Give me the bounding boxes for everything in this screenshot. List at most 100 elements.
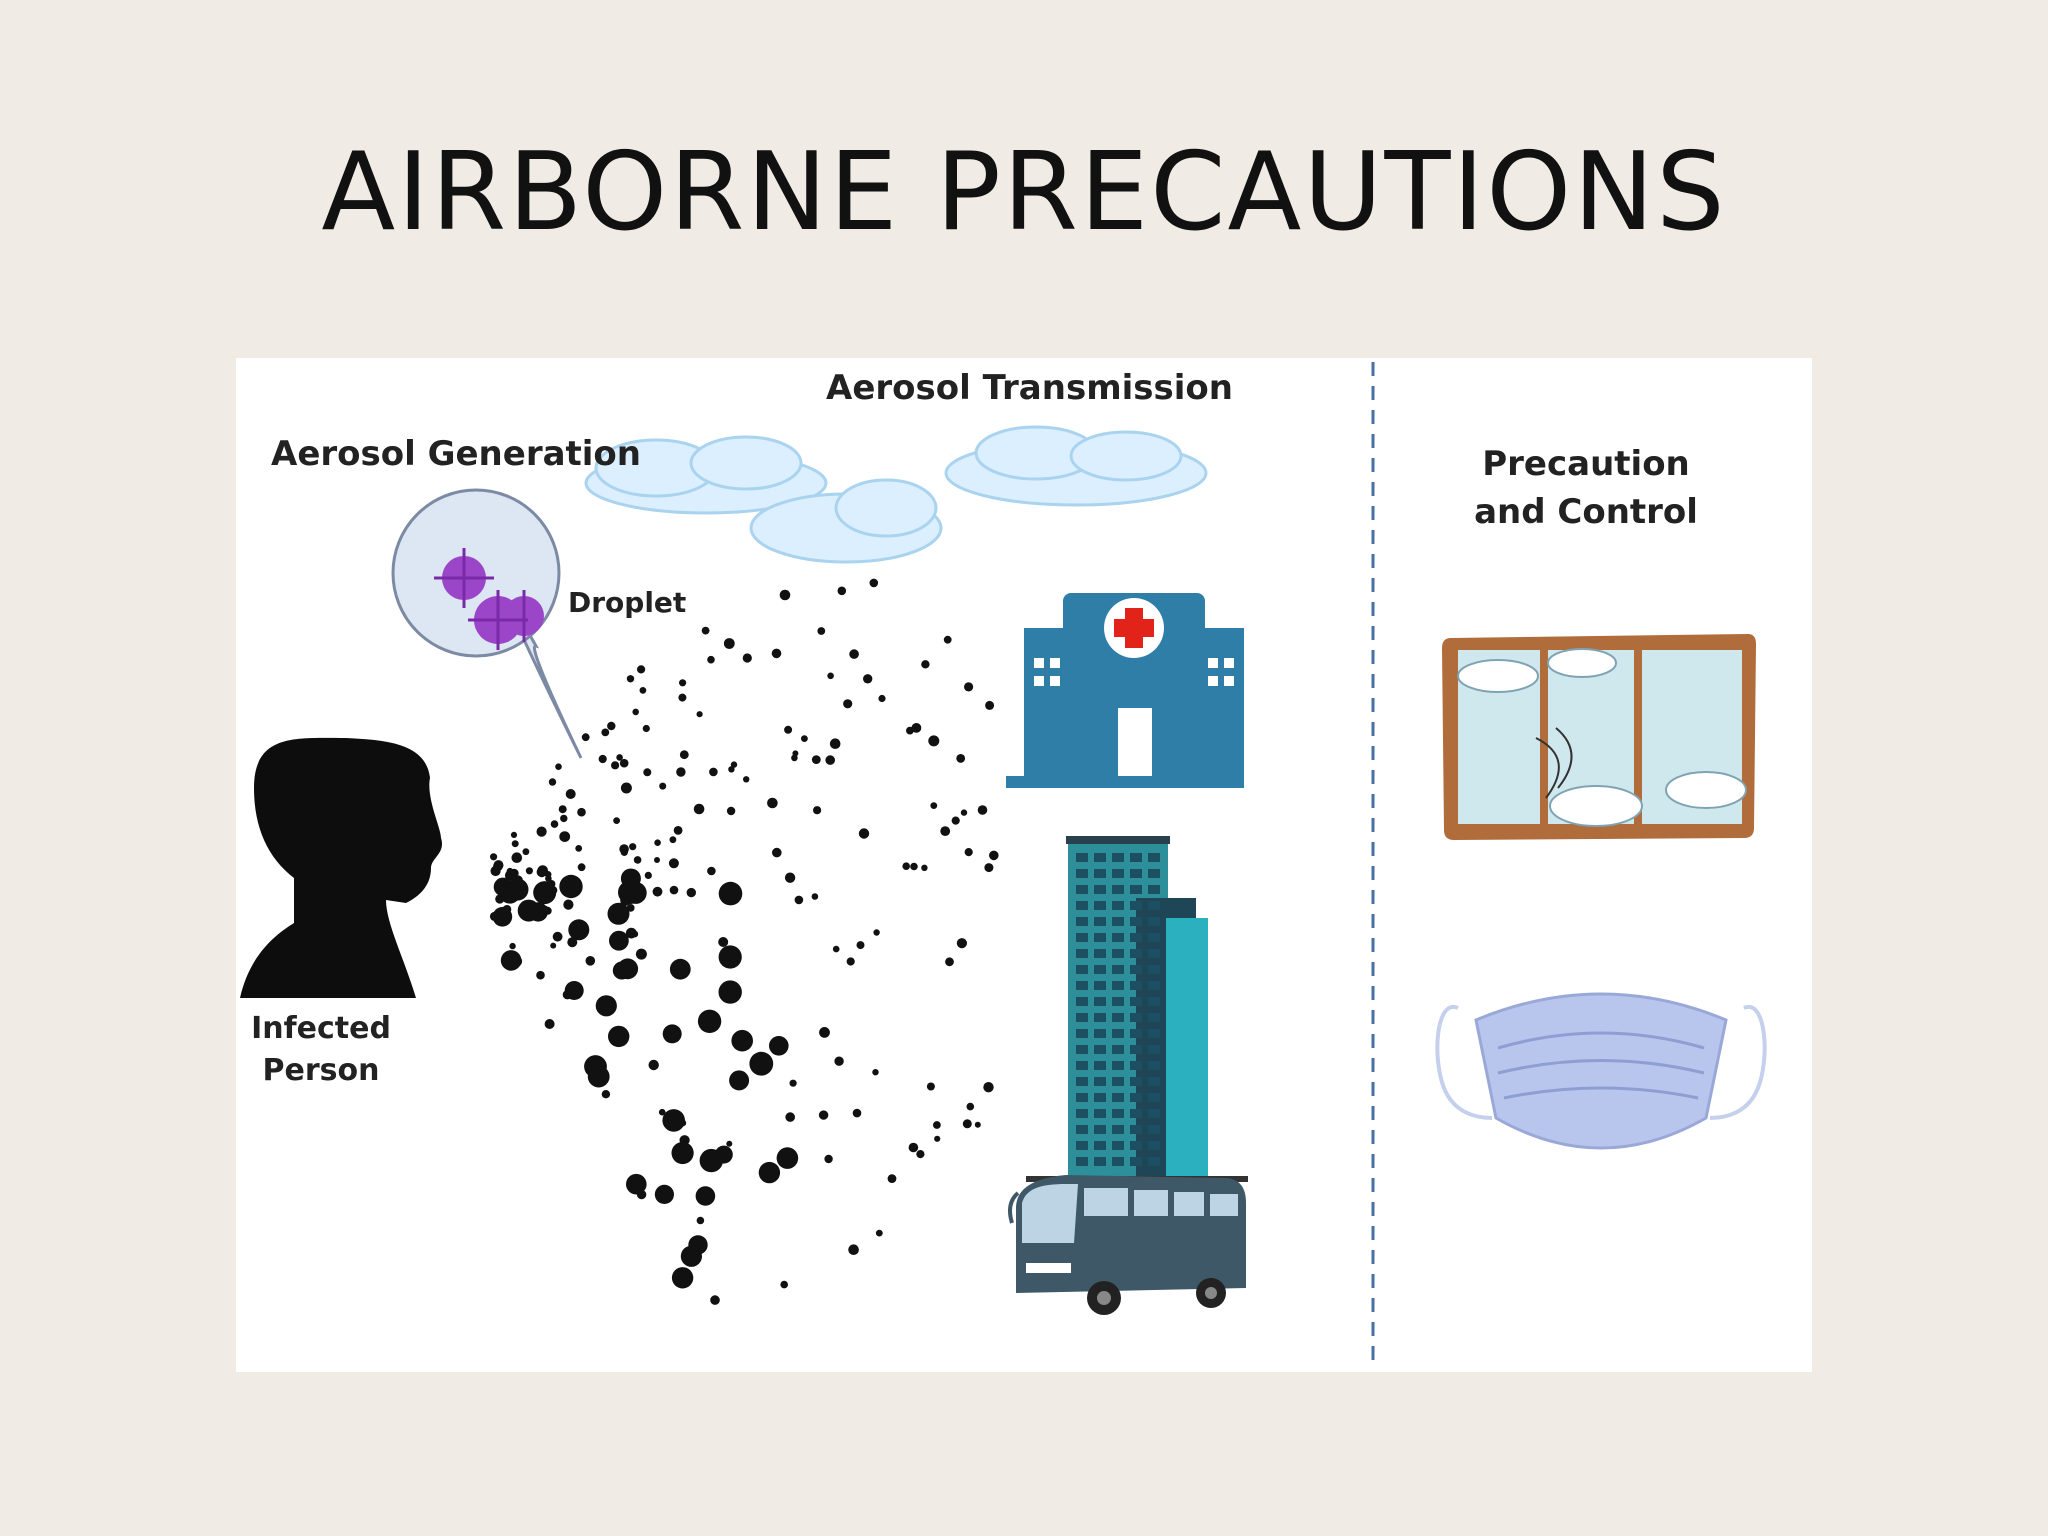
aerosol-particle <box>676 767 686 777</box>
aerosol-particle <box>544 1019 555 1029</box>
building-window <box>1076 1125 1088 1134</box>
aerosol-particle <box>718 945 742 969</box>
building-window <box>1130 869 1142 878</box>
aerosol-particle <box>522 848 530 856</box>
aerosol-particle <box>658 1108 666 1116</box>
aerosol-particle <box>581 733 590 742</box>
building-window <box>1112 853 1124 862</box>
building-window <box>1148 869 1160 878</box>
building-window <box>1094 869 1106 878</box>
diagram-panel: Aerosol Transmission Aerosol Generation … <box>236 358 1812 1372</box>
aerosol-particle <box>654 1184 674 1204</box>
aerosol-particle <box>636 1189 647 1200</box>
aerosol-particle <box>843 699 853 709</box>
building-window <box>1148 1141 1160 1150</box>
building-window <box>1130 997 1142 1006</box>
building-window <box>1130 1109 1142 1118</box>
building-window <box>1112 901 1124 910</box>
aerosol-particle <box>668 858 679 869</box>
aerosol-particle <box>902 862 910 870</box>
building-window <box>1076 1141 1088 1150</box>
building-window <box>1130 885 1142 894</box>
aerosol-particle <box>568 919 590 941</box>
aerosol-particle <box>609 930 629 951</box>
aerosol-particle <box>767 797 778 809</box>
aerosol-particle <box>758 1161 781 1184</box>
building-window <box>1148 1157 1160 1166</box>
aerosol-particle <box>607 721 616 731</box>
cloud-icon <box>584 425 1208 564</box>
droplet-bubble <box>391 488 583 759</box>
building-window <box>1094 1061 1106 1070</box>
office-building-icon <box>1026 836 1248 1182</box>
aerosol-particle <box>718 980 742 1004</box>
building-window <box>1094 1045 1106 1054</box>
aerosol-particle <box>495 894 505 904</box>
aerosol-particle <box>825 755 835 765</box>
aerosol-particle <box>846 957 855 966</box>
aerosol-particle <box>608 1025 630 1048</box>
aerosol-particle <box>662 1109 685 1132</box>
aerosol-particle <box>619 758 629 768</box>
building-window <box>1094 965 1106 974</box>
building-window <box>1112 981 1124 990</box>
face-mask-icon <box>1435 992 1767 1150</box>
aerosol-particle <box>639 687 647 694</box>
building-window <box>1130 1125 1142 1134</box>
aerosol-particle <box>951 816 960 825</box>
aerosol-particle <box>502 905 512 914</box>
aerosol-particle <box>626 904 635 912</box>
aerosol-particle <box>624 881 647 904</box>
aerosol-particle <box>686 887 696 898</box>
aerosol-particle <box>616 754 623 761</box>
building-window <box>1148 1029 1160 1038</box>
building-window <box>1094 933 1106 942</box>
building-window <box>1112 965 1124 974</box>
aerosol-particle <box>771 648 782 659</box>
aerosol-particle <box>792 750 799 757</box>
infected-person-line2: Person <box>262 1053 380 1088</box>
infected-person-label: Infected Person <box>236 1008 406 1092</box>
aerosol-particle <box>607 902 630 925</box>
building-window <box>1112 1157 1124 1166</box>
aerosol-particle <box>632 708 639 716</box>
building-window <box>1112 1045 1124 1054</box>
building-window <box>1094 1093 1106 1102</box>
aerosol-particle <box>985 700 995 710</box>
aerosol-particle <box>873 929 880 936</box>
building-window <box>1130 1061 1142 1070</box>
aerosol-particle <box>856 941 865 950</box>
aerosol-particle <box>726 806 736 816</box>
aerosol-particle <box>611 761 620 770</box>
aerosol-particle <box>962 1119 972 1129</box>
aerosol-particle <box>779 589 791 601</box>
aerosol-particle <box>489 911 499 921</box>
aerosol-particle <box>769 1036 789 1056</box>
aerosol-particle <box>824 1154 833 1164</box>
building-window <box>1076 1109 1088 1118</box>
building-window <box>1130 965 1142 974</box>
building-window <box>1148 1013 1160 1022</box>
aerosol-transmission-label: Aerosol Transmission <box>826 368 1233 408</box>
aerosol-particle <box>933 1121 941 1129</box>
aerosol-particle <box>601 1090 611 1099</box>
building-window <box>1076 997 1088 1006</box>
aerosol-particle <box>726 1140 733 1147</box>
building-window <box>1112 1109 1124 1118</box>
aerosol-particle <box>819 1027 830 1038</box>
building-window <box>1112 1061 1124 1070</box>
building-window <box>1148 981 1160 990</box>
aerosol-particle <box>550 942 557 949</box>
aerosol-particle <box>635 948 647 960</box>
aerosol-particle <box>577 863 586 872</box>
aerosol-particle <box>696 1216 705 1225</box>
building-window <box>1130 901 1142 910</box>
aerosol-particle <box>780 1280 788 1289</box>
aerosol-particle <box>619 844 629 854</box>
aerosol-particle <box>818 1110 829 1120</box>
building-window <box>1094 1141 1106 1150</box>
aerosol-particle <box>731 1029 753 1052</box>
aerosol-particle <box>977 805 988 815</box>
aerosol-particle <box>832 945 840 953</box>
aerosol-particle <box>852 1108 862 1118</box>
